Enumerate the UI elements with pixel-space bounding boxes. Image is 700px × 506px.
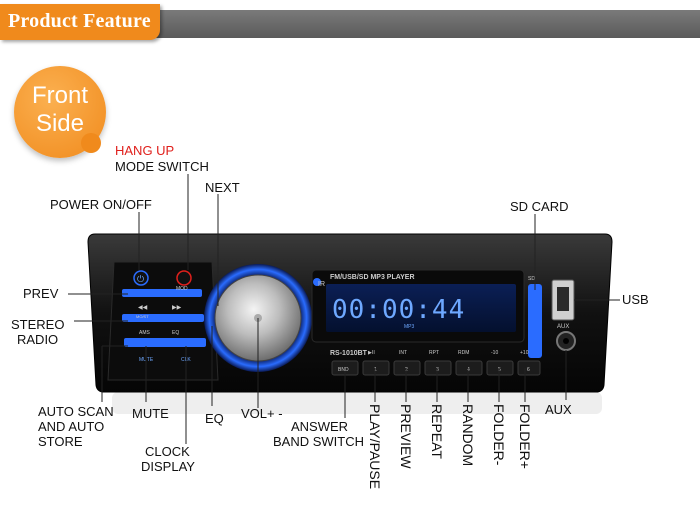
- device-model-strip: FM/USB/SD MP3 PLAYER: [330, 274, 415, 281]
- label-auto-scan-2: AND AUTO: [38, 419, 105, 434]
- device-ir-label: IR: [318, 281, 325, 288]
- aux-port-label: AUX: [557, 324, 569, 330]
- key-play-label: ▶II: [368, 350, 375, 356]
- key-ams-label: AMS: [139, 330, 151, 336]
- label-stereo: STEREO: [11, 317, 65, 332]
- key-mod-label: MOD: [176, 286, 188, 292]
- preset-button-1: [362, 360, 390, 376]
- label-auto-scan-1: AUTO SCAN: [38, 404, 114, 419]
- lcd-screen: [326, 284, 516, 332]
- label-radio: RADIO: [17, 332, 59, 347]
- label-folder-plus: FOLDER+: [517, 404, 533, 469]
- mod-button: [176, 270, 192, 286]
- label-play-pause: PLAY/PAUSE: [367, 404, 383, 490]
- preset-button-3: [424, 360, 452, 376]
- key-prev-label: ◀◀: [138, 304, 148, 311]
- preset-button-4: [455, 360, 483, 376]
- power-button: [133, 270, 149, 286]
- label-band-switch: BAND SWITCH: [273, 434, 364, 449]
- label-folder-minus: FOLDER-: [491, 404, 507, 466]
- label-usb: USB: [622, 292, 649, 307]
- label-answer: ANSWER: [291, 419, 349, 434]
- sd-slot-label: SD: [528, 276, 535, 282]
- label-eq: EQ: [205, 411, 224, 426]
- page-title: Product Feature: [8, 10, 151, 32]
- label-aux: AUX: [545, 402, 572, 417]
- preset-button-5: [486, 360, 514, 376]
- label-mode-switch: MODE SWITCH: [115, 159, 209, 174]
- key-eq-label: EQ: [172, 330, 179, 336]
- label-next: NEXT: [205, 180, 240, 195]
- device-model-no: RS-1010BT: [330, 350, 368, 357]
- key-band-label: BND: [338, 367, 349, 373]
- label-prev: PREV: [23, 286, 59, 301]
- label-clock: CLOCK: [145, 444, 190, 459]
- usb-port: [557, 287, 569, 311]
- label-sd-card: SD CARD: [510, 199, 569, 214]
- key-mono-label: MO/ST: [136, 314, 149, 319]
- label-display: DISPLAY: [141, 459, 195, 474]
- label-mute: MUTE: [132, 406, 169, 421]
- label-random: RANDOM: [460, 404, 476, 467]
- badge-line-1: Front: [31, 82, 88, 109]
- reflection: [112, 392, 602, 414]
- key-next-label: ▶▶: [172, 304, 182, 311]
- key-power-label: ⏻: [137, 274, 144, 285]
- preset-number-6: 6: [527, 367, 530, 373]
- mute-blue-bar: [124, 338, 206, 347]
- mode-blue-bar: [122, 314, 204, 322]
- label-repeat: REPEAT: [429, 404, 445, 459]
- label-auto-scan-3: STORE: [38, 434, 83, 449]
- prev-blue-bar: [122, 289, 202, 297]
- ir-dot: [313, 278, 321, 286]
- lcd-sub: MP3: [404, 324, 415, 330]
- key-rpt-label: RPT: [429, 350, 439, 356]
- sd-card-slot: [528, 284, 542, 358]
- preset-button-6: [517, 360, 541, 376]
- key-rdm-label: RDM: [458, 350, 469, 356]
- badge-dot: [81, 133, 101, 153]
- key-int-label: INT: [399, 350, 407, 356]
- label-power: POWER ON/OFF: [50, 197, 152, 212]
- header-tab: Product Feature: [0, 4, 160, 40]
- preset-button-2: [393, 360, 421, 376]
- lcd-readout: 00:00:44: [332, 295, 465, 325]
- key-minus10-label: -10: [491, 350, 498, 356]
- front-side-badge: Front Side: [14, 66, 106, 158]
- badge-line-2: Side: [35, 110, 85, 137]
- label-preview: PREVIEW: [398, 404, 414, 469]
- label-hang-up: HANG UP: [115, 143, 175, 158]
- leader-lines: [68, 174, 620, 444]
- label-vol: VOL+ -: [241, 406, 283, 421]
- key-plus10-label: +10: [520, 350, 529, 356]
